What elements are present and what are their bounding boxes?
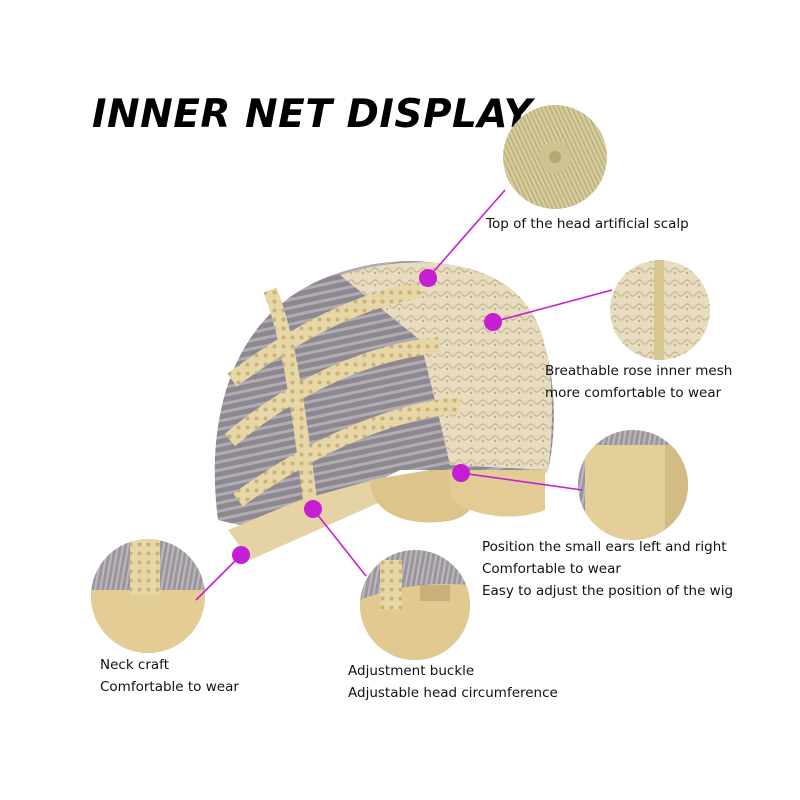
caption-neck: Neck craft Comfortable to wear — [100, 654, 239, 698]
scalp-detail-image — [503, 105, 607, 209]
caption-scalp: Top of the head artificial scalp — [486, 213, 689, 235]
caption-line: Comfortable to wear — [100, 679, 239, 695]
caption-mesh: Breathable rose inner mesh more comforta… — [545, 360, 732, 404]
caption-line: Top of the head artificial scalp — [486, 216, 689, 232]
caption-line: Neck craft — [100, 657, 169, 673]
caption-ears: Position the small ears left and right C… — [482, 536, 733, 602]
callout-dots — [232, 269, 502, 564]
callout-lines — [195, 189, 613, 601]
wig-cap — [214, 261, 554, 560]
caption-buckle: Adjustment buckle Adjustable head circum… — [348, 660, 558, 704]
caption-line: Breathable rose inner mesh — [545, 363, 733, 379]
buckle-detail-image — [360, 550, 470, 660]
ears-detail-image — [578, 430, 688, 540]
caption-line: Adjustment buckle — [348, 663, 475, 679]
neck-detail-image — [91, 539, 205, 653]
caption-line: Comfortable to wear — [482, 561, 621, 577]
mesh-detail-image — [610, 260, 710, 360]
page-title: INNER NET DISPLAY — [92, 92, 533, 137]
caption-line: Position the small ears left and right — [482, 539, 727, 555]
caption-line: Easy to adjust the position of the wig — [482, 583, 734, 599]
caption-line: more comfortable to wear — [545, 385, 722, 401]
caption-line: Adjustable head circumference — [348, 685, 558, 701]
